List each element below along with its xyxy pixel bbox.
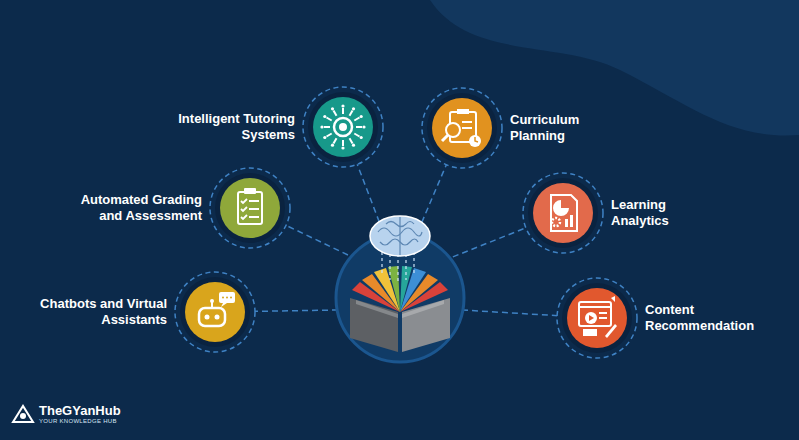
feature-node: Intelligent Tutoring Systems	[170, 85, 385, 169]
spoke-lines	[215, 127, 597, 318]
feature-label: Learning Analytics	[611, 197, 691, 230]
feature-label: Curriculum Planning	[510, 112, 600, 145]
feature-node: Chatbots and Virtual Assistants	[27, 270, 257, 354]
feature-label: Content Recommendation	[645, 302, 765, 335]
feature-circle	[208, 166, 292, 250]
feature-node: Automated Grading and Assessment	[67, 166, 292, 250]
feature-circle	[521, 171, 605, 255]
logo-icon	[10, 402, 36, 426]
feature-label: Automated Grading and Assessment	[67, 192, 202, 225]
feature-circle	[173, 270, 257, 354]
feature-circle	[555, 276, 639, 360]
feature-label: Chatbots and Virtual Assistants	[27, 296, 167, 329]
brand-tagline: YOUR KNOWLEDGE HUB	[39, 418, 121, 425]
feature-circle	[420, 86, 504, 170]
brand-name: TheGYanHub	[39, 404, 121, 418]
feature-node: Content Recommendation	[555, 276, 765, 360]
feature-node: Learning Analytics	[521, 171, 691, 255]
feature-node: Curriculum Planning	[420, 86, 600, 170]
central-hub	[336, 216, 464, 362]
feature-circle	[301, 85, 385, 169]
watermark: TheGYanHubYOUR KNOWLEDGE HUB	[10, 402, 121, 426]
feature-label: Intelligent Tutoring Systems	[170, 111, 295, 144]
